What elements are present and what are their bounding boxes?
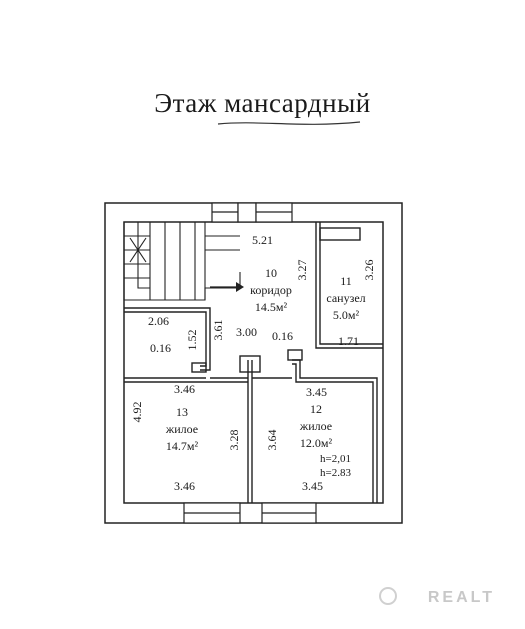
- dim-label: 2.06: [148, 314, 169, 328]
- plan-title: Этаж мансардный: [154, 88, 371, 118]
- dim-label: 3.46: [174, 479, 195, 493]
- room-number: 10: [265, 266, 277, 280]
- dim-label: 3.61: [211, 320, 225, 341]
- watermark: REALT: [427, 589, 495, 606]
- height-label: h=2.83: [320, 467, 351, 479]
- room-name: коридор: [250, 283, 292, 297]
- room-area: 14.5м²: [255, 300, 288, 314]
- room-number: 12: [310, 402, 322, 416]
- dim-label: 5.21: [252, 233, 273, 247]
- dim-label: 3.46: [174, 382, 195, 396]
- room-name: жилое: [165, 422, 198, 436]
- room-number: 13: [176, 405, 188, 419]
- dim-label: 3.27: [295, 260, 309, 281]
- dim-label: 3.28: [227, 430, 241, 451]
- dim-label: 0.16: [272, 329, 293, 343]
- height-label: h=2,01: [320, 453, 351, 465]
- windows: [183, 202, 317, 524]
- room-area: 12.0м²: [300, 436, 333, 450]
- room-name: санузел: [326, 291, 365, 305]
- room-area: 5.0м²: [333, 308, 360, 322]
- room-12-label: 12 жилое 12.0м²: [299, 402, 333, 450]
- watermark-logo-icon: [379, 587, 397, 605]
- dim-label: 3.45: [302, 479, 323, 493]
- bathroom-walls: [315, 222, 383, 349]
- title-underline: [217, 121, 361, 125]
- dim-label: 0.16: [150, 341, 171, 355]
- dim-label: 1.52: [185, 330, 199, 351]
- dim-label: 3.26: [362, 260, 376, 281]
- room-number: 11: [340, 274, 352, 288]
- dim-label: 3.45: [306, 385, 327, 399]
- dim-label: 4.92: [130, 402, 144, 423]
- dim-label: 1.71: [338, 334, 359, 348]
- stair-arrow: [210, 282, 244, 292]
- room-10-label: 10 коридор 14.5м²: [250, 266, 292, 314]
- room-area: 14.7м²: [166, 439, 199, 453]
- room-name: жилое: [299, 419, 332, 433]
- dim-label: 3.00: [236, 325, 257, 339]
- dim-label: 3.64: [265, 430, 279, 451]
- dimension-labels: 5.21 3.27 3.26 2.06 1.52 3.61 3.00 0.16 …: [130, 233, 376, 493]
- room-13-label: 13 жилое 14.7м²: [165, 405, 199, 453]
- ceiling-heights: h=2,01 h=2.83: [320, 453, 351, 479]
- staircase: [123, 222, 241, 301]
- room-11-label: 11 санузел 5.0м²: [326, 274, 365, 322]
- interior-walls: [124, 307, 378, 503]
